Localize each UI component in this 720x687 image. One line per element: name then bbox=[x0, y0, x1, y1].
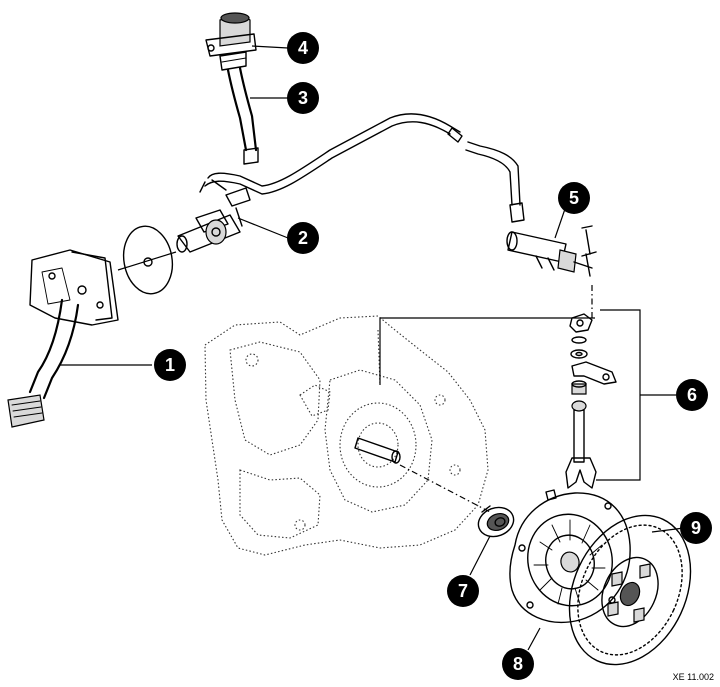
svg-text:2: 2 bbox=[298, 228, 308, 248]
callout-5: 5 bbox=[558, 182, 590, 214]
reservoir-hose bbox=[226, 66, 259, 165]
callout-2: 2 bbox=[287, 222, 319, 254]
callout-3: 3 bbox=[287, 82, 319, 114]
reference-code: XE 11.002 bbox=[673, 672, 714, 682]
callout-1: 1 bbox=[154, 349, 186, 381]
svg-text:9: 9 bbox=[691, 518, 701, 538]
callout-8: 8 bbox=[502, 648, 534, 680]
release-fork-parts bbox=[545, 309, 676, 501]
gearbox-housing bbox=[204, 315, 489, 556]
slave-cylinder bbox=[506, 225, 597, 277]
callout-4: 4 bbox=[287, 32, 319, 64]
svg-text:8: 8 bbox=[513, 654, 523, 674]
alignment-lines bbox=[379, 285, 595, 513]
fluid-reservoir bbox=[205, 12, 257, 71]
release-bearing bbox=[477, 505, 515, 538]
hydraulic-pipe bbox=[199, 113, 525, 223]
leader-lines bbox=[60, 45, 685, 651]
input-shaft bbox=[354, 437, 401, 464]
svg-text:7: 7 bbox=[458, 581, 468, 601]
svg-text:6: 6 bbox=[687, 385, 697, 405]
callout-6: 6 bbox=[676, 379, 708, 411]
clutch-disc bbox=[568, 514, 692, 666]
svg-text:1: 1 bbox=[165, 355, 175, 375]
master-cylinder bbox=[176, 179, 251, 253]
pressure-plate bbox=[509, 492, 631, 624]
callout-7: 7 bbox=[447, 575, 479, 607]
svg-text:4: 4 bbox=[298, 38, 308, 58]
dust-cover bbox=[117, 225, 177, 295]
svg-text:5: 5 bbox=[569, 188, 579, 208]
svg-text:3: 3 bbox=[298, 88, 308, 108]
clutch-pedal bbox=[7, 249, 119, 428]
callout-9: 9 bbox=[680, 512, 712, 544]
